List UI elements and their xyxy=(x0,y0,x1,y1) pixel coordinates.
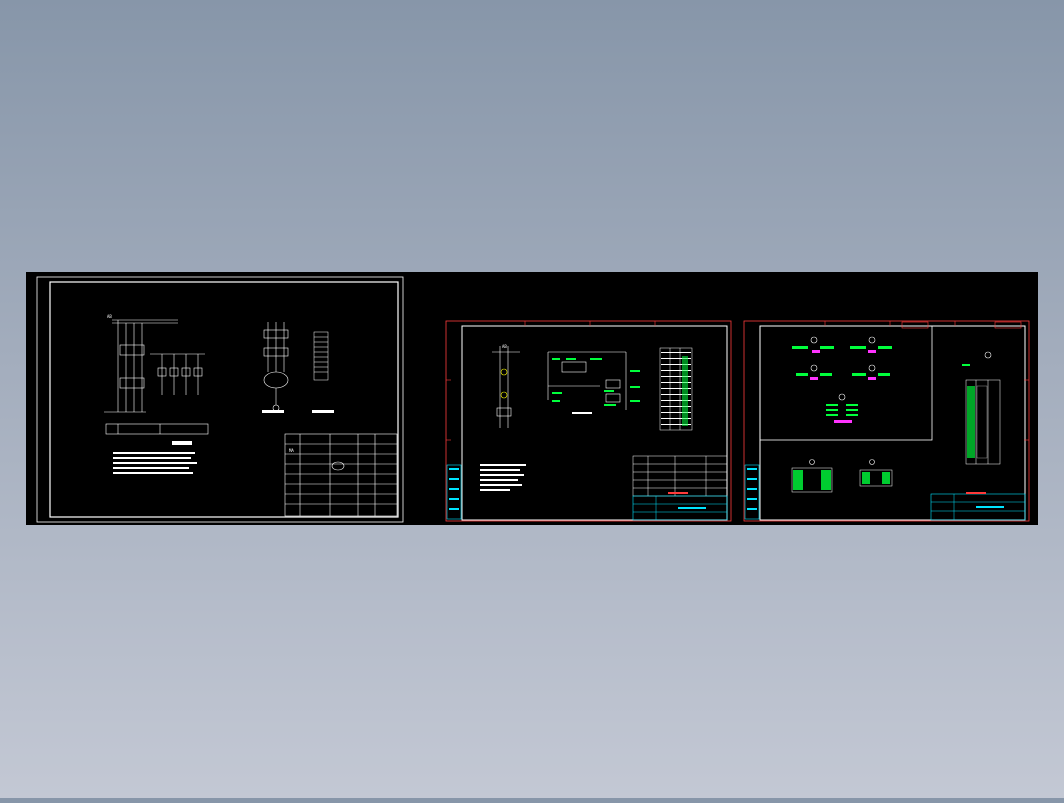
notes-block xyxy=(113,441,197,474)
sheet-2-terminal-highlight xyxy=(682,356,688,426)
control-circuit-labels xyxy=(552,358,640,406)
terminal-strip xyxy=(313,331,329,381)
sheet-3-instrument-layout[interactable] xyxy=(743,320,1030,522)
sheet-3-outer-border xyxy=(743,320,1030,522)
sheet-3-tag-2 xyxy=(994,321,1022,329)
sheet-3-title-block xyxy=(930,492,1026,521)
sheet-2-grid-ticks xyxy=(446,321,656,441)
terminal-strip-caption xyxy=(312,410,334,413)
sheet-1-electrical-schematic[interactable]: AB xyxy=(36,276,404,523)
circuit-label-top: AB xyxy=(107,314,112,319)
instrument-symbol-3 xyxy=(796,364,832,380)
title-block-logo xyxy=(331,461,345,471)
sheet-2-outer-border xyxy=(445,320,732,522)
control-circuit-caption xyxy=(572,412,592,414)
device-table-header xyxy=(105,423,209,435)
model-space xyxy=(26,272,1038,525)
sheet-2-control-wiring[interactable]: AB xyxy=(445,320,732,522)
sheet-3-terminal-table xyxy=(962,351,1001,465)
motor-terminal-diagram xyxy=(263,322,289,412)
main-circuit-diagram xyxy=(104,319,205,413)
sheet-3-tag-1 xyxy=(901,321,929,329)
sheet-2-notes xyxy=(480,464,526,491)
control-circuit xyxy=(547,351,627,410)
sheet-1-title-block xyxy=(284,433,398,517)
instrument-symbol-4 xyxy=(852,364,890,380)
sheet-2-terminal-rows xyxy=(661,352,691,425)
sheet-2-title-block xyxy=(632,492,728,521)
sheet-3-grid-ticks xyxy=(824,321,1029,441)
device-block-right xyxy=(859,459,893,487)
instrument-symbol-2 xyxy=(850,336,892,353)
sheet-2-revision-column xyxy=(446,464,462,520)
title-block-code: MA xyxy=(289,448,294,453)
sheet-1-inner-border xyxy=(49,281,399,518)
sheet-3-top-left-panel xyxy=(759,325,933,441)
sheet-2-bom-table xyxy=(632,455,728,497)
sheet-1-outer-border xyxy=(36,276,404,523)
sheet-2-inner-border xyxy=(461,325,728,521)
instrument-symbol-5 xyxy=(826,393,858,423)
feeder-single-line xyxy=(492,346,520,428)
feeder-label: AB xyxy=(502,344,507,349)
device-block-left xyxy=(791,459,833,493)
motor-caption xyxy=(262,410,284,413)
instrument-symbol-1 xyxy=(792,336,834,353)
sheet-3-revision-column xyxy=(744,464,760,520)
